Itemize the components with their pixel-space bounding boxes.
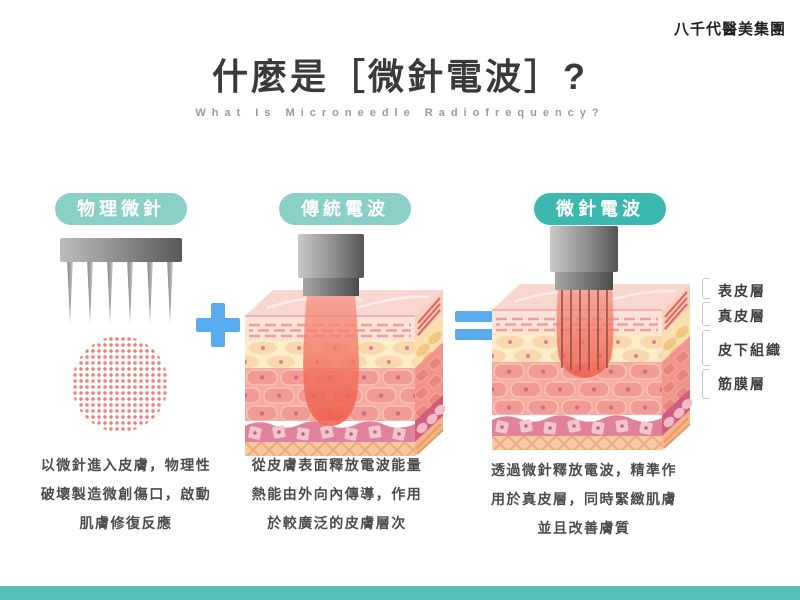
- skin-cross-section-microneedle-rf: [470, 226, 702, 454]
- brand-name: 八千代醫美集團: [673, 22, 786, 38]
- description-line: 用於真皮層，同時緊緻肌膚: [491, 491, 677, 507]
- layer-bracket: [702, 278, 710, 299]
- needle-icon: [107, 262, 113, 324]
- microneedle-stamp-bar: [60, 238, 182, 262]
- needle-icon: [167, 262, 173, 324]
- microneedle-array: [561, 288, 608, 371]
- page-title: 什麼是［微針電波］?: [212, 56, 588, 97]
- badge-microneedle-rf: 微針電波: [534, 193, 666, 225]
- rf-glow: [556, 288, 614, 378]
- needle-icon: [87, 262, 93, 324]
- micro-wound-dot-pattern: [72, 336, 168, 432]
- description-line: 於較廣泛的皮膚層次: [267, 515, 407, 531]
- description-line: 熱能由外向內傳導，作用: [251, 486, 423, 502]
- label-subcutaneous-tissue: 皮下組織: [718, 342, 782, 358]
- badge-traditional-rf: 傳統電波: [279, 193, 411, 225]
- microneedle-probe-body: [550, 226, 618, 272]
- page-subtitle: What Is Microneedle Radiofrequency?: [195, 107, 605, 119]
- description-physical-microneedle: 以微針進入皮膚，物理性 破壞製造微創傷口，啟動 肌膚修復反應: [26, 451, 226, 538]
- rf-probe-tip: [303, 278, 359, 296]
- description-line: 肌膚修復反應: [79, 515, 173, 531]
- layer-bracket: [702, 369, 710, 399]
- label-epidermis: 表皮層: [718, 283, 766, 299]
- description-traditional-rf: 從皮膚表面釋放電波能量 熱能由外向內傳導，作用 於較廣泛的皮膚層次: [232, 451, 442, 538]
- label-dermis: 真皮層: [718, 308, 766, 324]
- needle-icon: [127, 262, 133, 324]
- needle-icon: [67, 262, 73, 324]
- label-fascia-layer: 筋膜層: [718, 376, 766, 392]
- footer-accent-bar: [0, 586, 800, 600]
- layer-bracket: [702, 330, 710, 366]
- microneedle-probe-tip: [555, 272, 613, 290]
- layer-bracket: [702, 302, 710, 326]
- description-line: 破壞製造微創傷口，啟動: [40, 486, 212, 502]
- badge-physical-microneedle: 物理微針: [55, 193, 187, 225]
- description-line: 從皮膚表面釋放電波能量: [251, 457, 423, 473]
- skin-cross-section-traditional-rf: [228, 234, 458, 460]
- rf-beam: [303, 294, 359, 426]
- plus-icon: [196, 303, 240, 347]
- description-line: 透過微針釋放電波，精準作: [491, 462, 677, 478]
- equals-icon: [455, 311, 493, 340]
- rf-probe-body: [298, 234, 364, 278]
- description-line: 並且改善膚質: [537, 520, 631, 536]
- description-line: 以微針進入皮膚，物理性: [40, 457, 212, 473]
- needle-icon: [147, 262, 153, 324]
- description-microneedle-rf: 透過微針釋放電波，精準作 用於真皮層，同時緊緻肌膚 並且改善膚質: [462, 456, 706, 543]
